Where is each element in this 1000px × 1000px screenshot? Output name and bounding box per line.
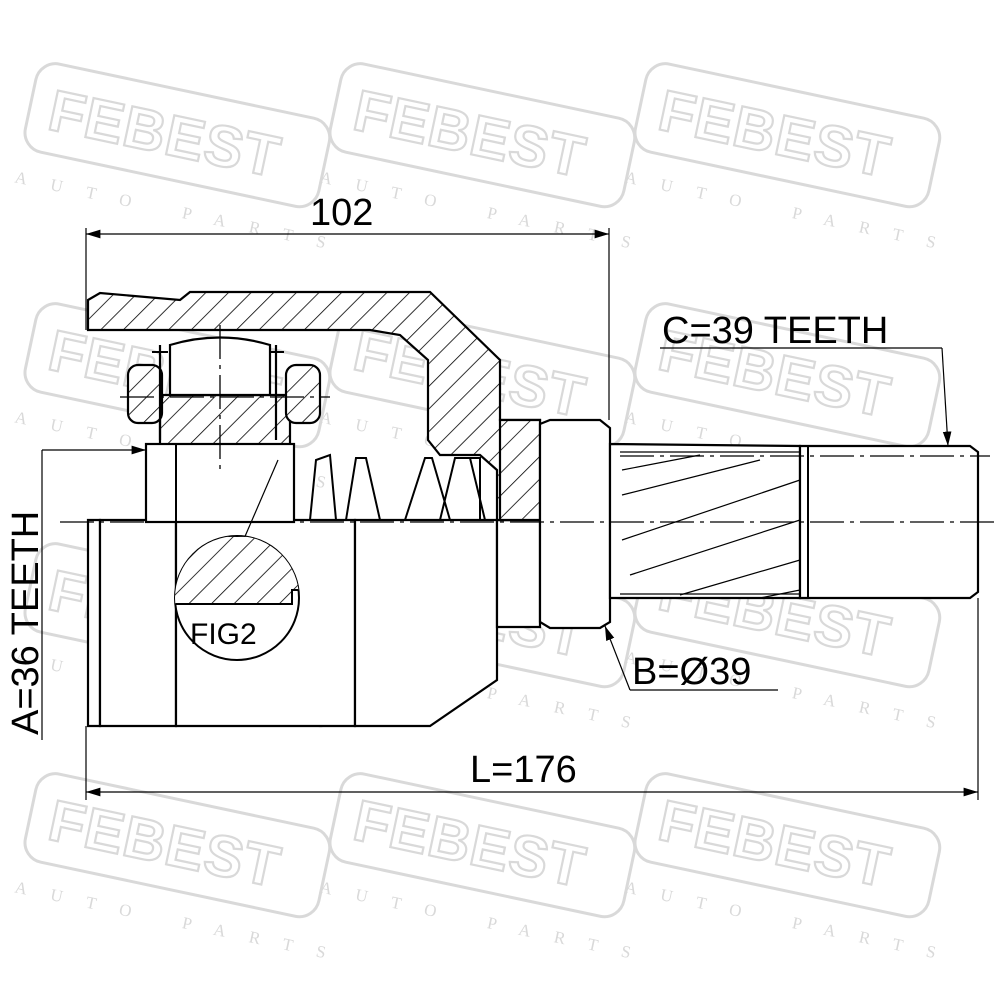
housing-lower-body [86, 518, 542, 728]
watermark-brand: FEBEST [43, 78, 286, 190]
watermark-brand: FEBEST [348, 788, 591, 900]
callout-diameter-b: B=Ø39 [604, 625, 778, 693]
roller-left [126, 363, 164, 425]
fig2-label: FIG2 [190, 618, 257, 651]
watermark-tile: FEBEST AUTO PARTS [318, 772, 656, 967]
watermark-brand: FEBEST [43, 788, 286, 900]
housing-outer-wall [86, 290, 542, 522]
dimension-102: 102 [85, 192, 610, 420]
diameter-b-label: B=Ø39 [632, 651, 751, 693]
shaft-flange [538, 418, 612, 630]
watermark-brand: FEBEST [653, 788, 896, 900]
callout-spline-c: C=39 TEETH [660, 310, 952, 447]
fig2-callout: FIG2 [174, 459, 300, 661]
roller-right [284, 363, 322, 425]
watermark-tile: FEBEST AUTO PARTS [623, 772, 961, 967]
stub-shoulder [498, 418, 542, 522]
callout-spline-a: A=36 TEETH [5, 445, 146, 740]
boot-spring [309, 453, 486, 521]
dimension-length: L=176 [85, 598, 979, 800]
watermark-tile: FEBEST AUTO PARTS [623, 62, 961, 257]
dimension-102-label: 102 [310, 192, 373, 234]
spline-a-label: A=36 TEETH [5, 511, 47, 735]
dimension-length-label: L=176 [470, 749, 577, 791]
inner-boss [158, 393, 292, 447]
housing-section [86, 290, 542, 522]
spline-c-label: C=39 TEETH [662, 310, 888, 352]
spline-shaft [608, 442, 980, 600]
watermark-brand: FEBEST [653, 78, 896, 190]
watermark-tile: FEBEST AUTO PARTS [13, 772, 351, 967]
watermark-brand: FEBEST [348, 78, 591, 190]
